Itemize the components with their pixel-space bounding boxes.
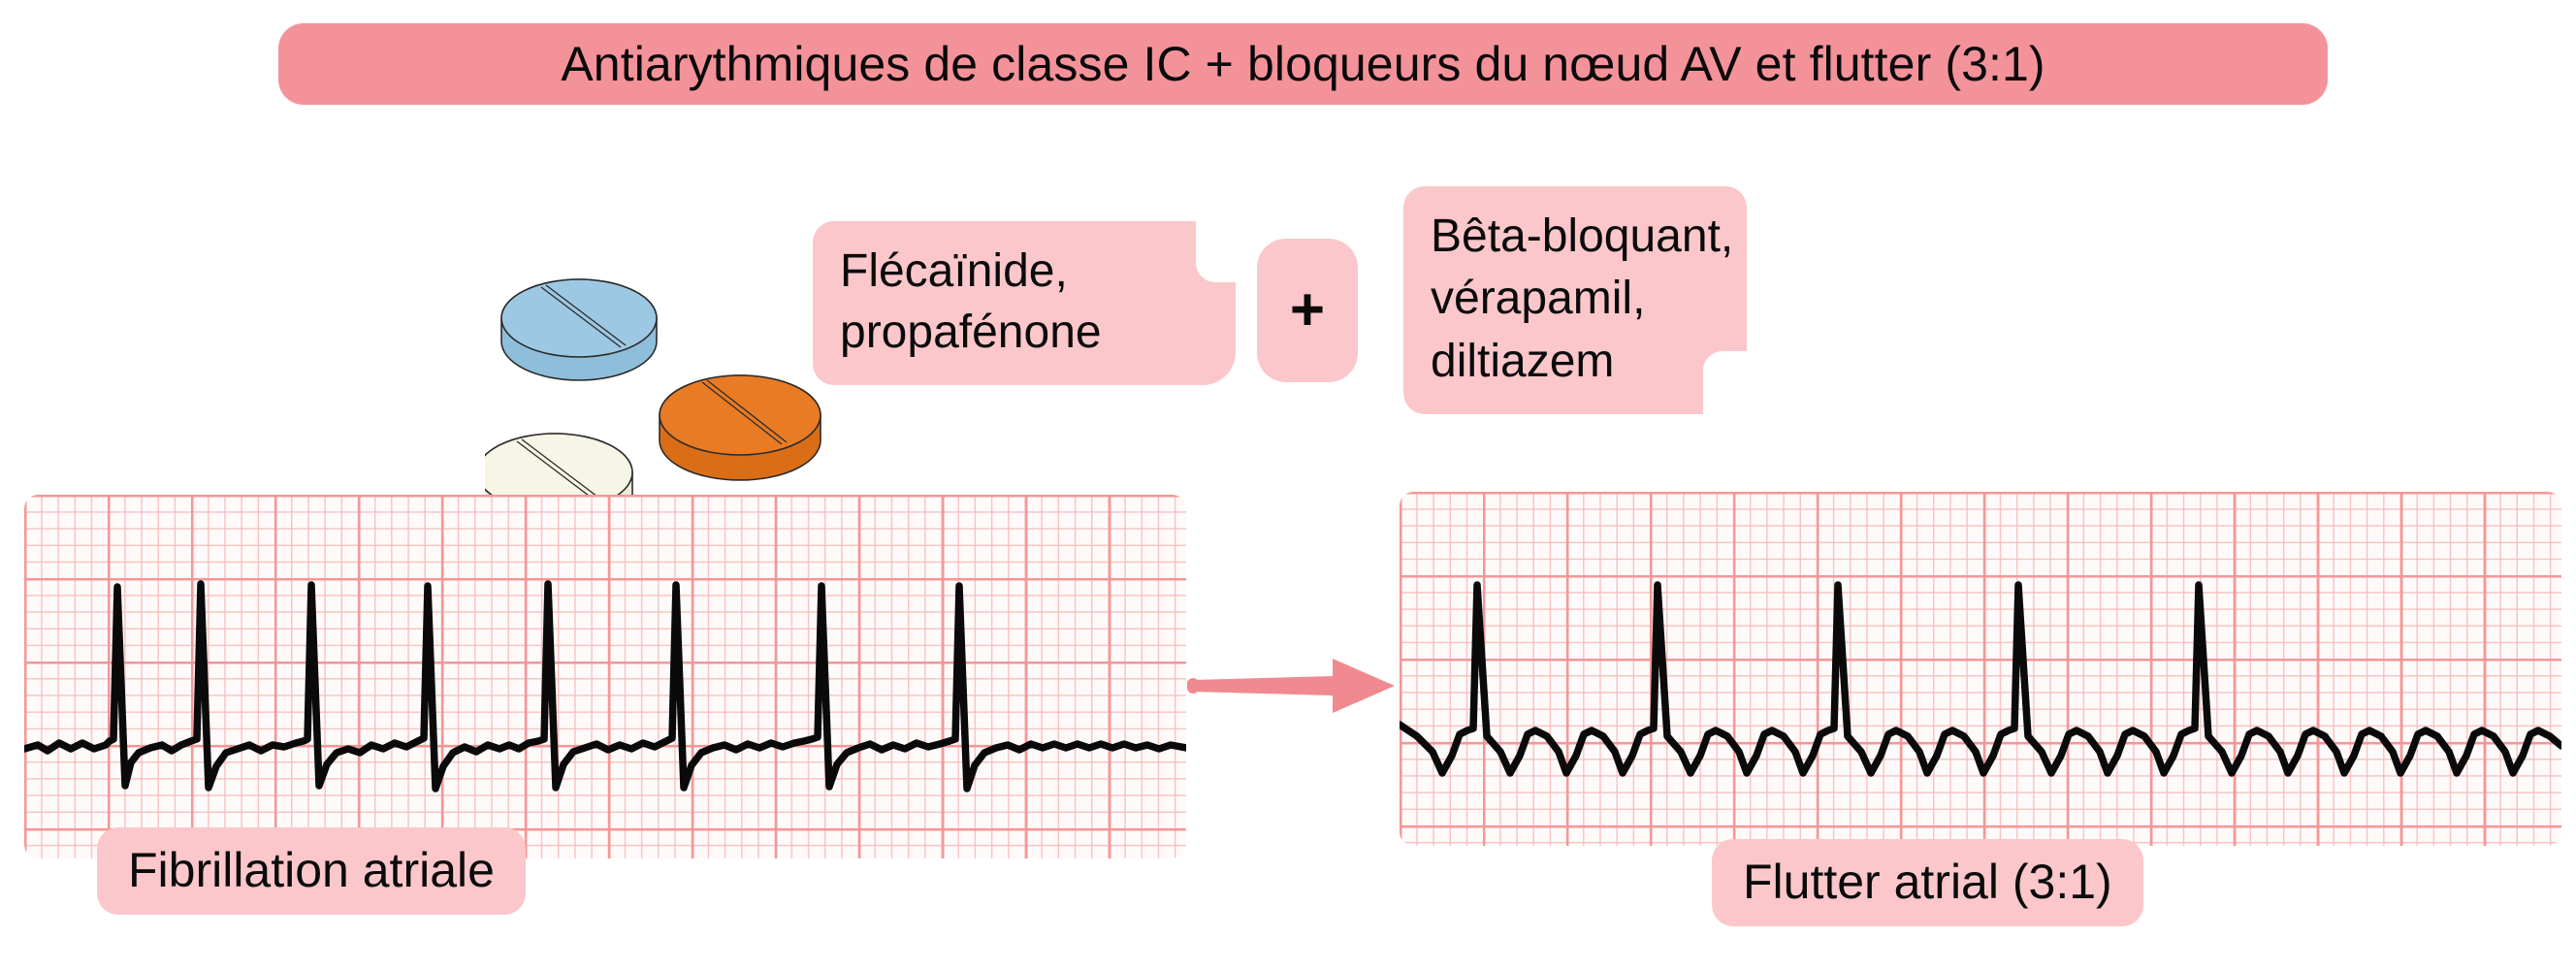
ecg-trace-flutter-atrial bbox=[1400, 581, 2561, 777]
caption-fibrillation-text: Fibrillation atriale bbox=[128, 843, 495, 897]
plus-operator-box: + bbox=[1257, 239, 1358, 382]
pill-orange-icon bbox=[659, 374, 821, 481]
ecg-trace-fibrillation-atriale bbox=[24, 580, 1186, 792]
pill-blue-icon bbox=[500, 278, 658, 381]
page-title-banner: Antiarythmiques de classe IC + bloqueurs… bbox=[278, 23, 2328, 105]
ecg-grid-right bbox=[1400, 492, 2561, 846]
ecg-grid-left bbox=[24, 495, 1186, 858]
ecg-strip-fibrillation-atriale bbox=[24, 495, 1186, 858]
transition-arrow-icon bbox=[1187, 659, 1395, 713]
ecg-strip-flutter-atrial bbox=[1400, 492, 2561, 846]
plus-icon: + bbox=[1289, 276, 1326, 343]
caption-flutter-text: Flutter atrial (3:1) bbox=[1743, 855, 2112, 909]
label-class-ic-drugs: Flécaïnide, propafénone bbox=[813, 220, 1237, 385]
caption-fibrillation-atriale: Fibrillation atriale bbox=[97, 827, 526, 915]
label-class-ic-line1: Flécaïnide, bbox=[840, 245, 1068, 297]
page-title: Antiarythmiques de classe IC + bloqueurs… bbox=[561, 37, 2045, 91]
label-av-blockers-line3: diltiazem bbox=[1431, 335, 1615, 387]
label-av-blockers-line2: vérapamil, bbox=[1431, 273, 1646, 325]
label-av-blockers-line1: Bêta-bloquant, bbox=[1431, 210, 1734, 262]
label-class-ic-line2: propafénone bbox=[840, 307, 1102, 359]
label-av-node-blockers: Bêta-bloquant, vérapamil, diltiazem bbox=[1403, 186, 1748, 415]
caption-flutter-atrial: Flutter atrial (3:1) bbox=[1712, 839, 2143, 926]
